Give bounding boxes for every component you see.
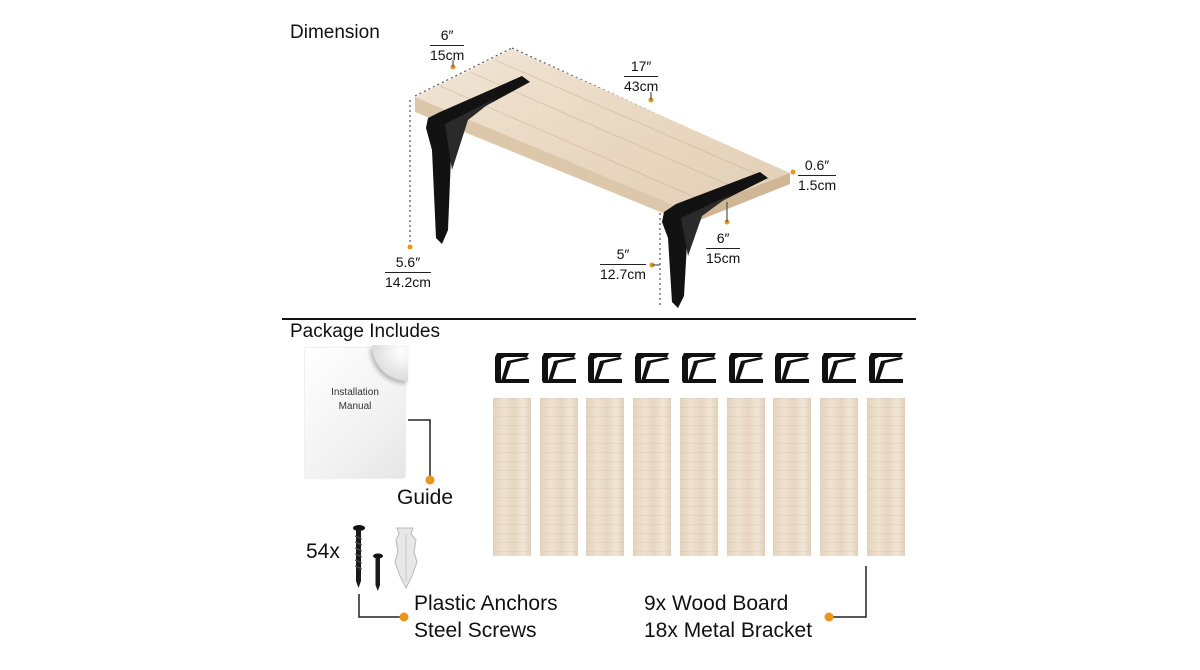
left-bracket-icon (426, 76, 530, 244)
metal-bracket-icon (681, 353, 716, 383)
boards-callout-line (830, 566, 867, 618)
screws-callout-line (358, 594, 404, 618)
boards-marker (824, 612, 834, 622)
plastic-anchor-icon (394, 527, 418, 590)
dimension-heading: Dimension (290, 22, 380, 43)
dim-board-length: 17″ 43cm (624, 58, 659, 94)
wood-board (633, 398, 672, 556)
metal-bracket-icon (775, 353, 810, 383)
metal-bracket-icon (868, 353, 903, 383)
package-illustration (353, 419, 867, 622)
metal-bracket-icon (728, 353, 763, 383)
guide-callout-line (408, 419, 431, 478)
wood-board (819, 398, 858, 556)
dim-bracket-arm: 6″ 15cm (706, 230, 741, 266)
brackets-label: 18x Metal Bracket (644, 619, 813, 642)
dim-bracket-vertical: 5″ 12.7cm (600, 246, 646, 282)
shelf-illustration (407, 47, 796, 308)
screw-count-label: 54x (306, 540, 340, 563)
wood-board (773, 398, 812, 556)
shelf-board (415, 49, 790, 224)
wood-board (726, 398, 765, 556)
screws-label: Steel Screws (414, 619, 537, 642)
anchors-label: Plastic Anchors (414, 592, 558, 615)
dimension-guides (409, 47, 791, 308)
installation-manual-image: Installation Manual (305, 345, 408, 478)
package-heading: Package Includes (290, 321, 440, 342)
dim-bracket-height: 5.6″ 14.2cm (385, 254, 431, 290)
right-bracket-icon (662, 172, 768, 308)
screw-short-icon (373, 553, 383, 591)
wood-board (586, 398, 625, 556)
dim-board-depth: 6″ 15cm (430, 27, 465, 63)
manual-title-line2: Manual (338, 401, 372, 412)
wood-board (539, 398, 578, 556)
wood-board (493, 398, 531, 556)
metal-bracket-icon (635, 353, 670, 383)
screws-marker (399, 612, 409, 622)
wood-board (866, 398, 905, 556)
section-divider (282, 318, 916, 320)
metal-bracket-icon (495, 353, 529, 383)
guide-marker (425, 475, 435, 485)
wood-board (679, 398, 718, 556)
metal-bracket-icon (588, 353, 623, 383)
metal-bracket-icon (541, 353, 576, 383)
metal-bracket-icon (821, 353, 856, 383)
dim-board-thickness: 0.6″ 1.5cm (798, 157, 837, 193)
guide-label: Guide (397, 486, 454, 509)
manual-title-line1: Installation (331, 387, 379, 398)
screw-long-icon (353, 525, 365, 588)
boards-label: 9x Wood Board (644, 592, 789, 615)
